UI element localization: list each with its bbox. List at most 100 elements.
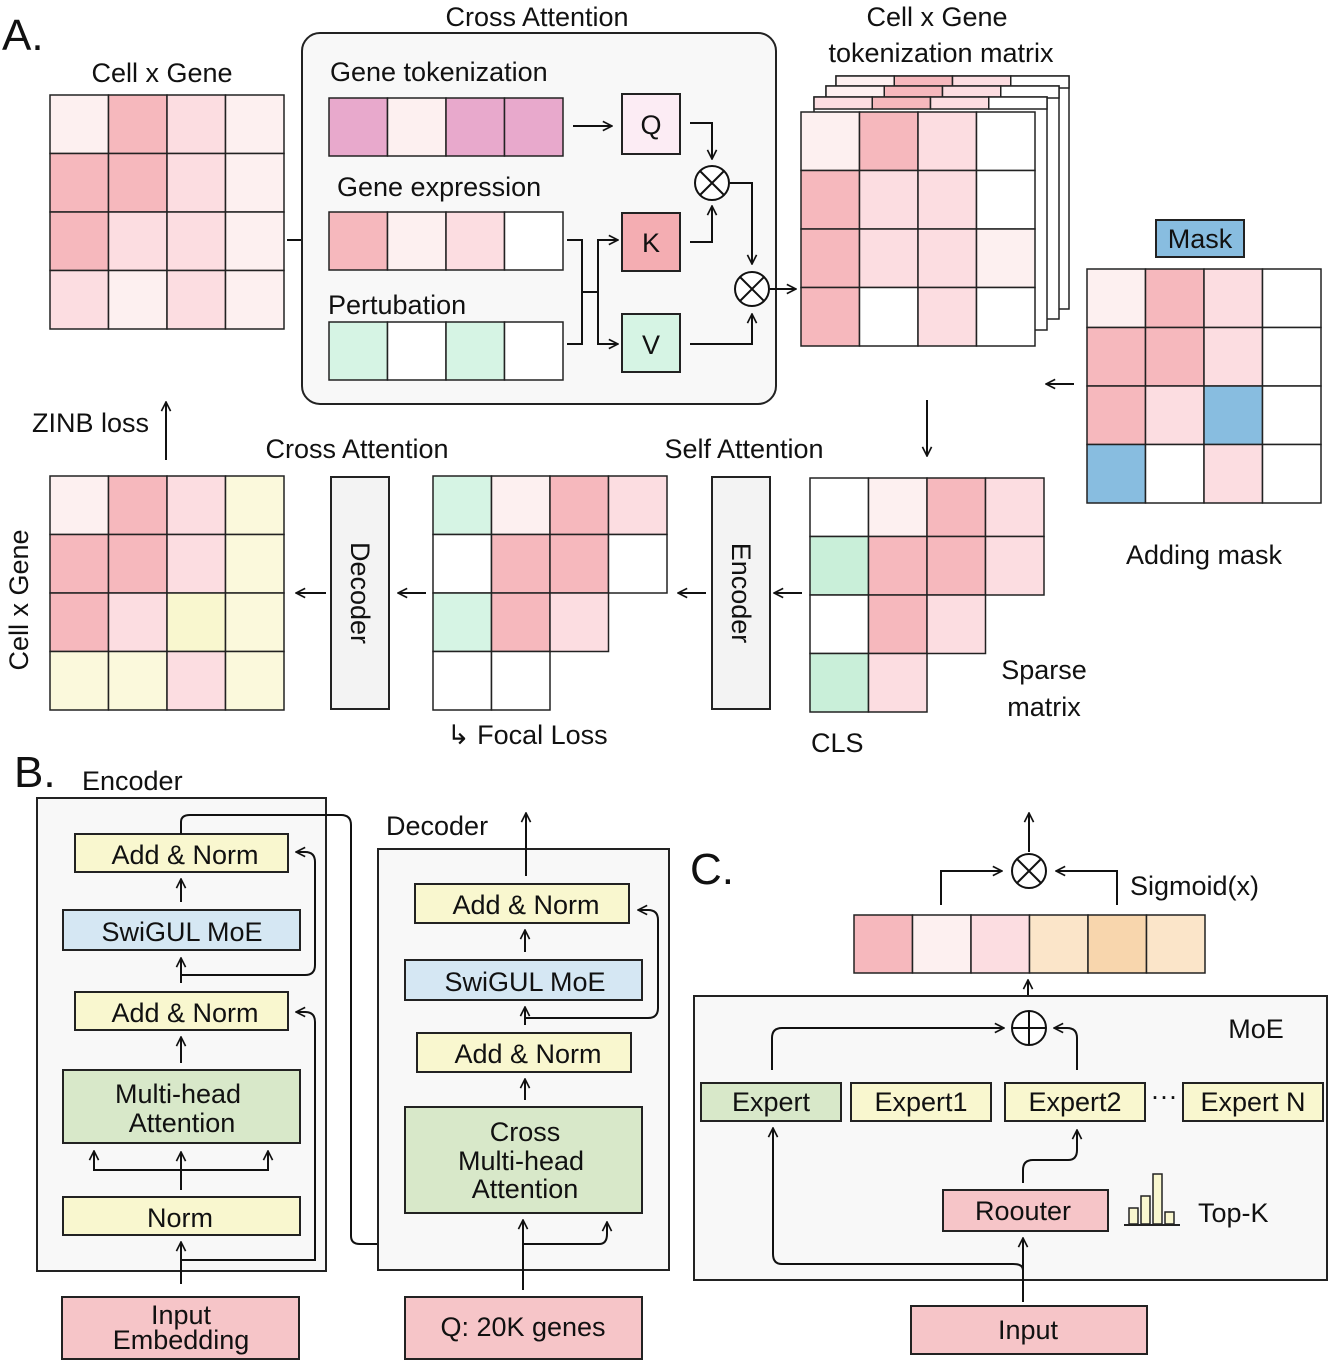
- arrow-v-to-mult: [690, 314, 752, 345]
- gene-expression-row: [328, 211, 564, 271]
- matrix-cell: [503, 211, 564, 271]
- matrix-cell: [549, 533, 610, 594]
- matrix-cell: [867, 594, 928, 655]
- matrix-cell: [107, 152, 168, 213]
- matrix-cell: [975, 111, 1036, 172]
- input-embedding-label-1: Input: [151, 1300, 212, 1330]
- matrix-cell: [432, 475, 493, 536]
- matrix-cell: [107, 475, 168, 536]
- matrix-cell: [503, 321, 564, 381]
- dec-add-norm-bottom: [416, 1032, 632, 1073]
- v-box: [621, 313, 681, 373]
- moe-label: MoE: [1228, 1014, 1284, 1044]
- matrix-cell: [490, 650, 551, 711]
- arrow-k-to-mult: [690, 206, 712, 243]
- sparse-matrix: [809, 477, 1045, 713]
- q-box: [621, 93, 681, 155]
- matrix-cell: [328, 321, 389, 381]
- matrix-cell: [853, 914, 914, 974]
- matrix-cell: [1028, 914, 1089, 974]
- k-box: [621, 212, 681, 272]
- matrix-cell: [800, 286, 861, 347]
- matrix-cell: [224, 533, 285, 594]
- matrix-cell: [607, 475, 668, 536]
- matrix-cell: [1087, 914, 1148, 974]
- matrix-cell: [1203, 326, 1264, 387]
- matrix-cell: [809, 652, 870, 713]
- enc-add-norm-bottom: [74, 991, 289, 1031]
- matrix-cell: [224, 269, 285, 330]
- matrix-cell: [867, 535, 928, 596]
- tokenization-matrix: [800, 111, 1036, 347]
- cell-gene-vertical-label: Cell x Gene: [4, 529, 34, 670]
- encoder-title: Encoder: [82, 766, 183, 796]
- arrow-qk-to-mult: [730, 182, 752, 264]
- q-label: Q: [640, 110, 661, 140]
- dec-swigul-moe-label: SwiGUL MoE: [444, 967, 605, 997]
- matrix-cell: [1203, 443, 1264, 504]
- ellipsis: ···: [1151, 1081, 1178, 1111]
- stack-layer-cell: [883, 85, 944, 99]
- matrix-cell: [107, 650, 168, 711]
- matrix-cell: [107, 269, 168, 330]
- v-label: V: [642, 330, 660, 360]
- output-matrix: [49, 475, 285, 711]
- matrix-cell: [490, 533, 551, 594]
- matrix-cell: [917, 286, 978, 347]
- token-matrix-title-1: Cell x Gene: [866, 2, 1007, 32]
- router-label: Roouter: [975, 1196, 1071, 1226]
- cross-attention-title: Cross Attention: [445, 2, 628, 32]
- middle-matrix: [432, 475, 668, 711]
- stack-layer-cell: [813, 96, 873, 110]
- mask-matrix: [1086, 268, 1322, 504]
- stack-layer-cell: [988, 96, 1048, 110]
- matrix-cell: [49, 475, 110, 536]
- decoder-block: [330, 476, 390, 710]
- stack-layer-cell: [825, 85, 885, 99]
- enc-mha: [62, 1069, 301, 1144]
- expertn-label: Expert N: [1200, 1087, 1305, 1117]
- k-label: K: [642, 228, 660, 258]
- matrix-cell: [809, 477, 870, 538]
- matrix-cell: [107, 533, 168, 594]
- matrix-cell: [490, 592, 551, 653]
- matrix-cell: [917, 169, 978, 230]
- matrix-cell: [1086, 443, 1147, 504]
- matrix-cell: [49, 533, 110, 594]
- encoder-block: [711, 476, 771, 710]
- matrix-cell: [49, 94, 110, 155]
- matrix-cell: [445, 321, 506, 381]
- matrix-cell: [445, 211, 506, 271]
- matrix-cell: [1261, 268, 1322, 329]
- matrix-cell: [445, 97, 506, 157]
- matrix-cell: [926, 535, 987, 596]
- matrix-cell: [1145, 914, 1206, 974]
- input-embedding: [61, 1296, 300, 1360]
- matrix-cell: [1086, 326, 1147, 387]
- matrix-cell: [975, 169, 1036, 230]
- q-genes-box: [404, 1296, 643, 1360]
- stack-layer-cell: [929, 96, 990, 110]
- matrix-cell: [49, 592, 110, 653]
- matrix-cell: [809, 594, 870, 655]
- matrix-cell: [224, 94, 285, 155]
- matrix-cell: [975, 286, 1036, 347]
- enc-mha-label-1: Multi-head: [115, 1079, 241, 1109]
- decoder-label: Decoder: [345, 542, 375, 644]
- router-box: [942, 1189, 1109, 1232]
- dec-add-norm-top: [414, 883, 630, 924]
- enc-mha-label-2: Attention: [129, 1108, 236, 1138]
- input-embedding-label-2: Embedding: [113, 1325, 250, 1355]
- panel-a-letter: A.: [2, 11, 44, 60]
- arrow-q-to-mult: [690, 122, 712, 159]
- matrix-cell: [917, 228, 978, 289]
- matrix-cell: [328, 211, 389, 271]
- dec-cross-label-2: Multi-head: [458, 1146, 584, 1176]
- enc-swigul-moe: [62, 909, 301, 951]
- pertubation-row: [328, 321, 564, 381]
- matrix-cell: [166, 650, 227, 711]
- matrix-cell: [1086, 385, 1147, 446]
- matrix-cell: [166, 211, 227, 272]
- moe-output-row: [853, 914, 1206, 974]
